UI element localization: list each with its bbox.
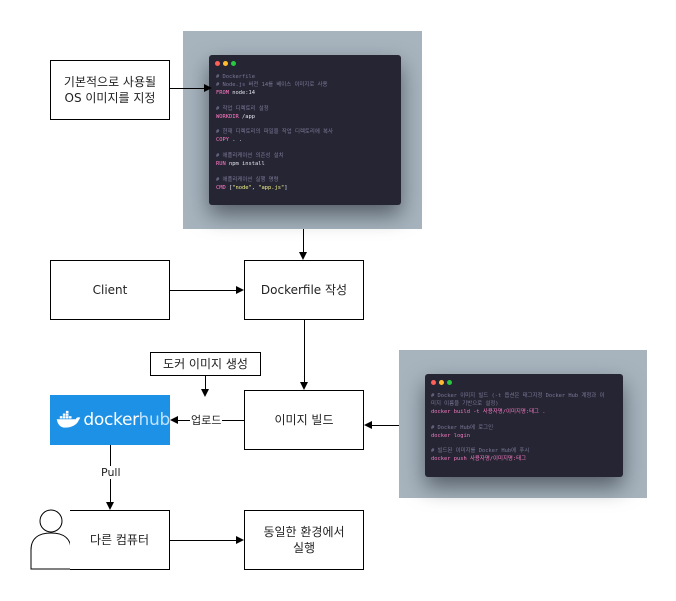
other-computer-text: 다른 컴퓨터 xyxy=(89,532,149,547)
arrowhead-icon xyxy=(201,389,209,397)
dockerhub-logo[interactable]: dockerhub xyxy=(50,395,170,445)
client-text: Client xyxy=(92,282,128,297)
run-same-env-text: 동일한 환경에서 실행 xyxy=(263,524,345,555)
code-line: RUN npm install xyxy=(216,160,265,167)
arrowhead-icon xyxy=(364,421,372,429)
hub-word: hub xyxy=(138,410,171,430)
arrowhead-icon xyxy=(106,502,114,510)
arrowhead-icon xyxy=(299,252,307,260)
dockerfile-code: # Dockerfile# Node.js 버전 14를 베이스 이미지로 사용… xyxy=(216,74,333,193)
code-line xyxy=(431,417,604,425)
code-line: # Node.js 버전 14를 베이스 이미지로 사용 xyxy=(216,81,328,88)
code-line xyxy=(216,169,333,177)
maximize-dot-icon xyxy=(447,380,452,385)
code-line: 미지 이름을 기반으로 설정) xyxy=(431,400,499,407)
minimize-dot-icon xyxy=(439,380,444,385)
arrowhead-icon xyxy=(204,84,212,92)
edge-dockerfile-to-build-line xyxy=(304,320,305,382)
run-same-env-node[interactable]: 동일한 환경에서 실행 xyxy=(244,510,364,570)
dockerfile-text: Dockerfile 작성 xyxy=(260,282,348,297)
base-os-note[interactable]: 기본적으로 사용될 OS 이미지를 지정 xyxy=(50,60,170,120)
edge-commands-to-build-line xyxy=(372,425,399,426)
docker-word: docker xyxy=(83,410,139,430)
code-line: # 빌드된 이미지를 Docker Hub에 푸시 xyxy=(431,448,530,455)
code-line: # Docker 이미지 빌드 (-t 옵션은 태그지정 Docker Hub … xyxy=(431,393,605,399)
build-image-node[interactable]: 이미지 빌드 xyxy=(244,390,364,450)
build-image-text: 이미지 빌드 xyxy=(274,412,334,427)
pull-label: Pull xyxy=(100,466,122,479)
docker-whale-icon xyxy=(56,410,81,428)
code-line: # Dockerfile xyxy=(216,74,255,80)
close-dot-icon xyxy=(431,380,436,385)
code-line: # 현재 디렉토리의 파일을 작업 디렉토리에 복사 xyxy=(216,129,333,136)
upload-label: 업로드 xyxy=(190,412,223,428)
arrowhead-icon xyxy=(236,286,244,294)
user-icon xyxy=(30,509,72,570)
maximize-dot-icon xyxy=(231,61,236,66)
edge-baseos-to-dockerfile-line xyxy=(170,88,206,89)
code-line: # Docker Hub에 로그인 xyxy=(431,424,494,431)
dockerfile-node[interactable]: Dockerfile 작성 xyxy=(244,260,364,320)
code-line: # 애플리케이션 실행 명령 xyxy=(216,176,279,183)
code-window: # Dockerfile# Node.js 버전 14를 베이스 이미지로 사용… xyxy=(209,55,401,205)
code-line: FROM node:14 xyxy=(216,89,255,96)
code-line: docker push 사용자명/이미지명:태그 xyxy=(431,456,527,463)
docker-commands-screenshot: # Docker 이미지 빌드 (-t 옵션은 태그지정 Docker Hub … xyxy=(399,350,647,498)
code-line: # 애플리케이션 의존성 설치 xyxy=(216,153,284,160)
code-line: docker build -t 사용자명/이미지명:태그 . xyxy=(431,408,546,415)
code-line xyxy=(216,145,333,153)
edge-computer-to-run-line xyxy=(170,540,237,541)
code-line: CMD ["node", "app.js"] xyxy=(216,184,288,191)
client-node[interactable]: Client xyxy=(50,260,170,320)
code-line xyxy=(216,98,333,106)
code-line: docker login xyxy=(431,432,470,439)
edge-client-to-dockerfile-line xyxy=(170,290,237,291)
code-line: # 작업 디렉토리 설정 xyxy=(216,105,269,112)
window-controls xyxy=(215,61,236,66)
base-os-text: 기본적으로 사용될 OS 이미지를 지정 xyxy=(63,74,157,105)
edge-note-to-upload-line xyxy=(205,376,206,390)
code-line: WORKDIR /app xyxy=(216,113,255,120)
arrowhead-icon xyxy=(300,382,308,390)
code-window: # Docker 이미지 빌드 (-t 옵션은 태그지정 Docker Hub … xyxy=(425,374,623,477)
dockerhub-wordmark: dockerhub xyxy=(83,410,170,430)
code-line: COPY . . xyxy=(216,137,242,144)
create-image-text: 도커 이미지 생성 xyxy=(163,356,248,371)
window-controls xyxy=(431,380,452,385)
arrowhead-icon xyxy=(170,416,178,424)
docker-commands-code: # Docker 이미지 빌드 (-t 옵션은 태그지정 Docker Hub … xyxy=(431,393,604,464)
dockerfile-screenshot: # Dockerfile# Node.js 버전 14를 베이스 이미지로 사용… xyxy=(183,31,422,229)
minimize-dot-icon xyxy=(223,61,228,66)
create-image-note[interactable]: 도커 이미지 생성 xyxy=(150,352,261,376)
arrowhead-icon xyxy=(236,536,244,544)
close-dot-icon xyxy=(215,61,220,66)
edge-screenshot-to-dockerfile-line xyxy=(303,229,304,253)
other-computer-node[interactable]: 다른 컴퓨터 xyxy=(70,510,170,570)
